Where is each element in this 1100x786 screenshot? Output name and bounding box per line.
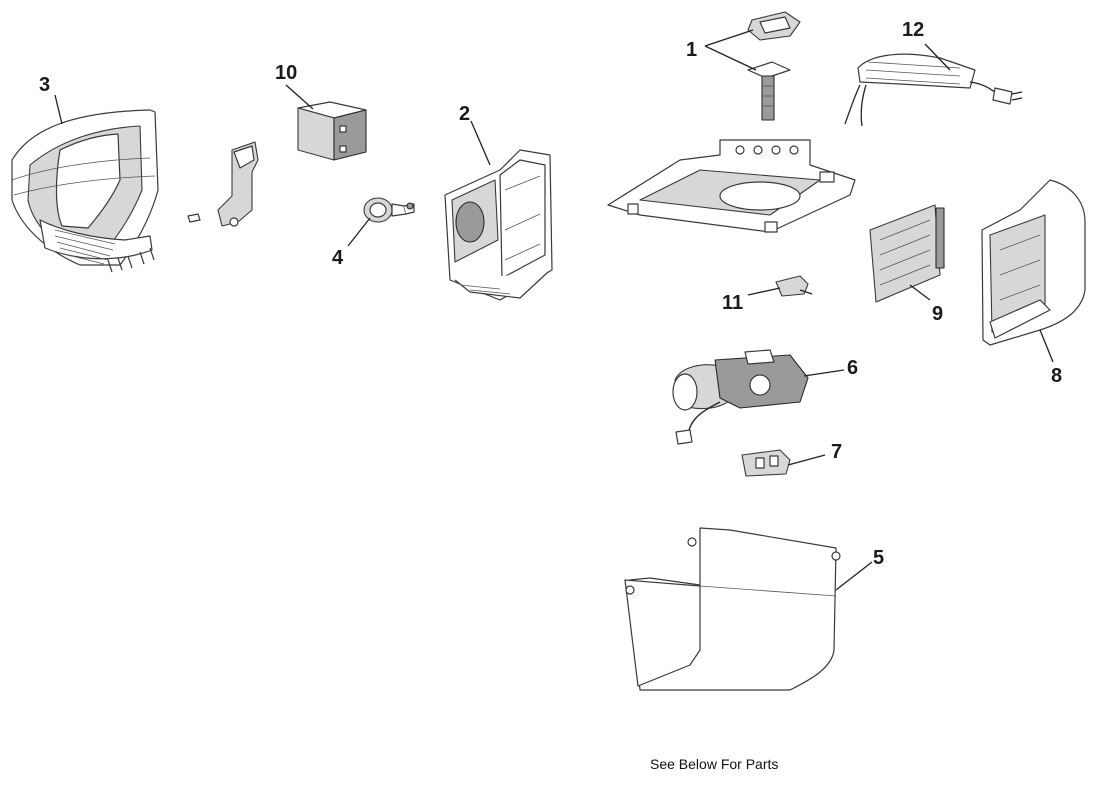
callout-9: 9: [932, 303, 944, 325]
callout-6: 6: [847, 357, 859, 379]
part-3-front-cover: [11, 109, 159, 273]
callout-5: 5: [873, 547, 885, 569]
callout-3: 3: [39, 74, 51, 96]
callout-2: 2: [459, 103, 471, 125]
callout-11: 11: [722, 292, 744, 314]
footer-caption: See Below For Parts: [650, 756, 779, 772]
callout-7: 7: [831, 441, 843, 463]
callout-4: 4: [332, 247, 344, 269]
part-2-housing: [444, 149, 553, 301]
part-7-limit-switch: [741, 449, 791, 477]
callout-10: 10: [275, 62, 298, 84]
part-5-bottom-cover: [624, 527, 841, 691]
callout-8: 8: [1051, 365, 1063, 387]
part-12-power-cord: [844, 53, 1023, 127]
leader-lines: [54, 29, 1054, 591]
part-9-circuit-board: [869, 204, 945, 303]
callout-12: 12: [902, 19, 925, 41]
part-11-switch: [775, 275, 813, 297]
part-4-socket: [363, 197, 415, 223]
callout-1: 1: [686, 39, 698, 61]
part-10-box: [297, 101, 367, 161]
part-1-drive-assembly: [747, 11, 801, 121]
part-6-motor: [672, 349, 809, 445]
part-8-end-panel: [981, 179, 1086, 346]
bracket-and-screw: [187, 141, 259, 227]
chassis-plate: [607, 139, 856, 233]
